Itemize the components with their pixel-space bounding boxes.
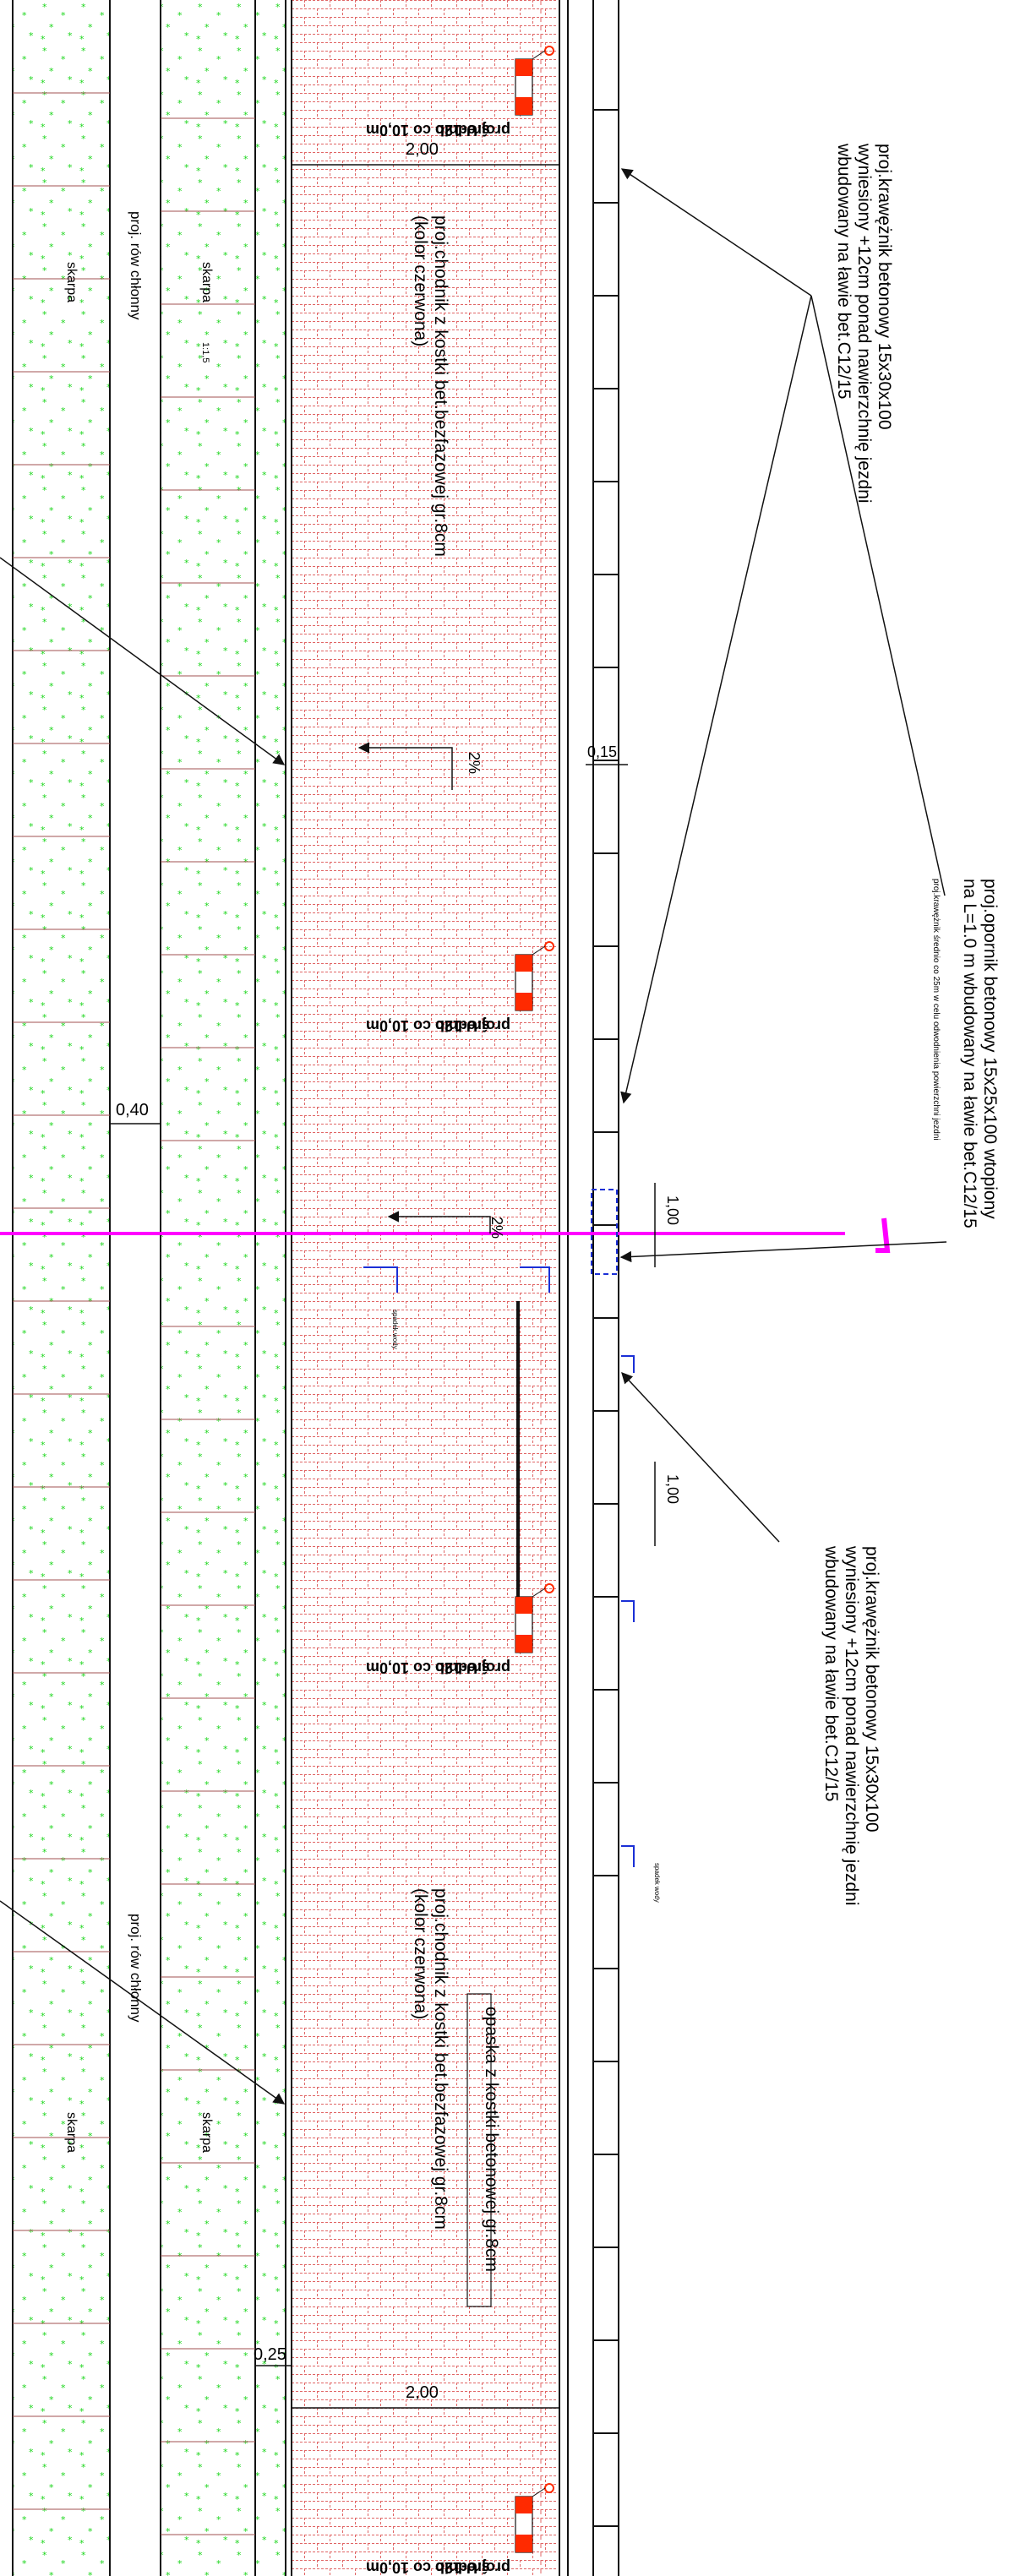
slope-label-3: skarpa (64, 2112, 79, 2153)
ditch-label-bottom: proj. rów chłonny (128, 1914, 144, 2023)
dim-1-00-top: 1,00 (664, 1195, 681, 1225)
curb-label-bottom: proj.krawężnik betonowy 15x30x100 wynies… (821, 1545, 881, 1910)
dim-2-00-top: 2,00 (406, 140, 439, 159)
grass-ticks (13, 92, 255, 2535)
post-red-stripe (515, 1597, 532, 1614)
dim-1-00-bottom: 1,00 (664, 1474, 681, 1504)
slope-percent-1: 2% (466, 752, 483, 774)
post-name-label: proj.U-12b (435, 1659, 510, 1676)
post-leader (532, 2487, 546, 2497)
leader-lines (0, 168, 947, 2105)
dim-2-00-bottom: 2,00 (406, 2383, 439, 2402)
water-note-1: spadek wody (391, 1310, 399, 1349)
post-leader (532, 50, 546, 60)
post-red-stripe (515, 2497, 532, 2513)
slope-grass-strip (255, 0, 286, 2576)
ditch-grass-strip-left (13, 0, 110, 2576)
post-name-label: proj.U-12b (435, 122, 510, 139)
curb-ticks (593, 109, 619, 2527)
water-flow-arrows (363, 1266, 635, 1867)
post-red-stripe (515, 97, 532, 115)
post-name-label: proj.U-12b (435, 2559, 510, 2576)
slope-percent-2: 2% (488, 1217, 505, 1239)
post-red-stripe (515, 1635, 532, 1653)
ditch-label-top: proj. rów chłonny (128, 211, 144, 320)
post-red-stripe (515, 2535, 532, 2552)
slope-label-2: skarpa (199, 262, 214, 302)
water-note-2: spadek wody (653, 1863, 661, 1903)
boundary-lines (12, 0, 619, 2576)
post-spacing-label: średnio co 10,0m (366, 1017, 490, 1034)
section-marker-arrow (875, 1217, 891, 1253)
resistance-label: proj.opornik betonowy 15x25x100 wtopiony… (960, 879, 1000, 1228)
post-spacing-label: średnio co 10,0m (366, 2559, 490, 2576)
slope-label-4: skarpa (199, 2112, 214, 2153)
band-label-frame (466, 1993, 492, 2307)
dim-0-15: 0,15 (587, 743, 617, 760)
post-red-stripe (515, 59, 532, 76)
post-red-stripe (515, 955, 532, 972)
post-spacing-label: średnio co 10,0m (366, 1659, 490, 1676)
resistance-block (591, 1189, 618, 1275)
resistance-note: proj.krawężnik średnio co 25m w celu odw… (931, 879, 941, 1141)
slope-ratio-label: 1:1,5 (200, 342, 210, 362)
slope-arrows (357, 742, 491, 1234)
post-leader (532, 1588, 546, 1598)
curb-label-top: proj.krawężnik betonowy 15x30x100 wynies… (834, 143, 894, 508)
sidewalk-label-top: proj.chodnik z kostki bet.bezfazowej gr.… (411, 215, 450, 562)
dim-0-25: 0,25 (254, 2345, 286, 2364)
slope-label-1: skarpa (64, 262, 79, 302)
ditch-grass-strip-middle (161, 0, 255, 2576)
sidewalk-label-bottom: proj.chodnik z kostki bet.bezfazowej gr.… (411, 1888, 450, 2235)
post-name-label: proj.U-12b (435, 1017, 510, 1034)
post-leader (532, 945, 546, 956)
sidewalk-paving (292, 0, 558, 2576)
dim-0-40: 0,40 (116, 1101, 149, 1119)
dimension-lines (110, 164, 656, 2409)
post-red-stripe (515, 993, 532, 1010)
post-spacing-label: średnio co 10,0m (366, 122, 490, 139)
